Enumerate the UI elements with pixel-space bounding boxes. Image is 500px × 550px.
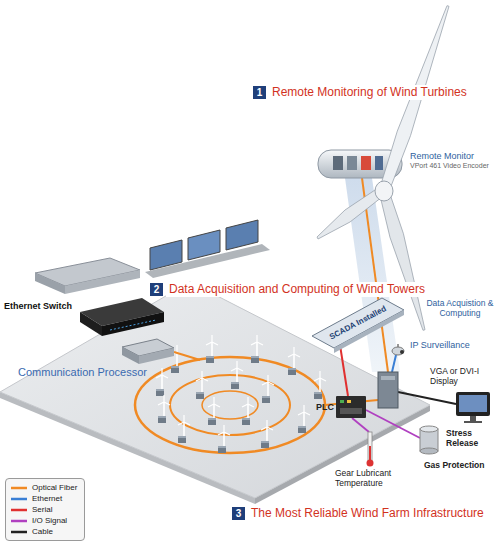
optical-fiber: [174, 352, 200, 360]
sensor-label: Gear Lubricant Temperature: [335, 468, 417, 488]
callout-number: 3: [232, 507, 245, 520]
legend-line: [11, 486, 27, 489]
legend-text: Ethernet: [32, 494, 62, 503]
rack-device: [35, 273, 65, 294]
ethernet-wire: [392, 355, 396, 372]
ip-camera: [400, 350, 404, 354]
serial-wire: [340, 345, 348, 396]
legend-line: [11, 497, 27, 500]
legend-swatch: [10, 485, 28, 491]
legend-box: Optical FiberEthernetSerialI/O SignalCab…: [5, 478, 85, 541]
communication-processor: [139, 348, 174, 364]
nacelle-device: [333, 156, 343, 170]
legend-row: Optical Fiber: [10, 482, 84, 493]
plc-unit: [336, 396, 366, 418]
mini-turbine: [218, 425, 230, 453]
scada-screen: [150, 240, 182, 270]
device-label: PLC: [316, 402, 334, 413]
device-label: Communication Processor: [18, 366, 147, 379]
legend-swatch: [10, 518, 28, 524]
io-wire: [366, 410, 420, 438]
fiber-ring: [135, 357, 325, 453]
legend-text: Cable: [32, 527, 53, 536]
mini-turbine: [314, 371, 326, 399]
fiber-ring: [170, 375, 290, 435]
model-label: VPort 461 Video Encoder: [410, 162, 489, 170]
thermometer: [367, 460, 374, 467]
scada-screen: [188, 230, 220, 260]
legend-line: [11, 508, 27, 511]
legend-swatch: [10, 529, 28, 535]
cable-wire: [398, 392, 456, 404]
gas-tank: [420, 426, 438, 432]
callout-box: 2Data Acquisition and Computing of Wind …: [150, 282, 428, 297]
tower-cabinet: [378, 372, 398, 408]
mini-turbine: [262, 375, 274, 403]
ethernet-switch: [80, 312, 102, 336]
ip-camera: [392, 347, 404, 355]
legend-row: Ethernet: [10, 493, 84, 504]
callout-box: 3The Most Reliable Wind Farm Infrastruct…: [232, 506, 487, 521]
rack-device: [65, 270, 140, 294]
section-title: The Most Reliable Wind Farm Infrastructu…: [248, 506, 487, 521]
mini-turbine: [158, 395, 170, 423]
device-label: VGA or DVI-I Display: [430, 366, 492, 386]
ethernet-switch: [102, 312, 164, 336]
platform: [0, 282, 430, 498]
plc-unit: [347, 400, 351, 403]
mini-turbine: [208, 397, 220, 425]
video-encoder: [361, 156, 371, 170]
legend-row: I/O Signal: [10, 515, 84, 526]
tower-cabinet: [381, 376, 395, 380]
legend-line: [11, 519, 27, 522]
nacelle-device: [375, 156, 383, 170]
communication-processor: [122, 347, 139, 364]
thermometer: [368, 432, 372, 462]
legend-text: I/O Signal: [32, 516, 67, 525]
sensor-label: Gas Protection: [424, 460, 484, 470]
turbine-blade: [317, 188, 382, 239]
legend-swatch: [10, 507, 28, 513]
device-label: Data Acquistion & Computing: [426, 298, 494, 318]
mini-turbine: [298, 405, 310, 433]
mini-turbine: [242, 397, 254, 425]
display-monitor: [464, 421, 482, 423]
gas-tank: [420, 448, 438, 454]
scada-computer: [312, 298, 404, 348]
display-monitor: [470, 416, 476, 421]
display-monitor: [459, 395, 487, 412]
legend-line: [11, 530, 27, 533]
io-wire: [352, 418, 369, 432]
section-title: Remote Monitoring of Wind Turbines: [269, 85, 470, 100]
display-monitor: [456, 392, 490, 416]
callout-number: 1: [253, 86, 266, 99]
mini-turbine: [231, 361, 243, 389]
scada-screen: [226, 220, 258, 250]
legend-text: Optical Fiber: [32, 483, 77, 492]
turbine-hub: [375, 181, 393, 201]
section-title: Data Acquisition and Computing of Wind T…: [166, 282, 428, 297]
mini-turbine: [251, 335, 263, 363]
mini-turbine: [196, 371, 208, 399]
callout-number: 2: [150, 283, 163, 296]
mini-turbine: [288, 347, 300, 375]
nacelle-device: [347, 156, 357, 170]
plc-unit: [340, 408, 362, 414]
sensor-label: Stress Release: [446, 428, 492, 448]
callout-box: 1Remote Monitoring of Wind Turbines: [253, 85, 470, 100]
device-label: Remote Monitor: [410, 151, 474, 162]
device-label: IP Surveillance: [410, 340, 470, 351]
legend-text: Serial: [32, 505, 52, 514]
switch-ports: [110, 320, 156, 330]
legend-swatch: [10, 496, 28, 502]
device-label: Ethernet Switch: [4, 301, 72, 312]
legend-row: Serial: [10, 504, 84, 515]
mini-turbine: [156, 368, 168, 396]
legend-row: Cable: [10, 526, 84, 537]
mini-turbine: [178, 415, 190, 443]
mini-turbine: [206, 335, 218, 363]
mini-turbine: [261, 420, 273, 448]
plc-unit: [340, 400, 344, 403]
